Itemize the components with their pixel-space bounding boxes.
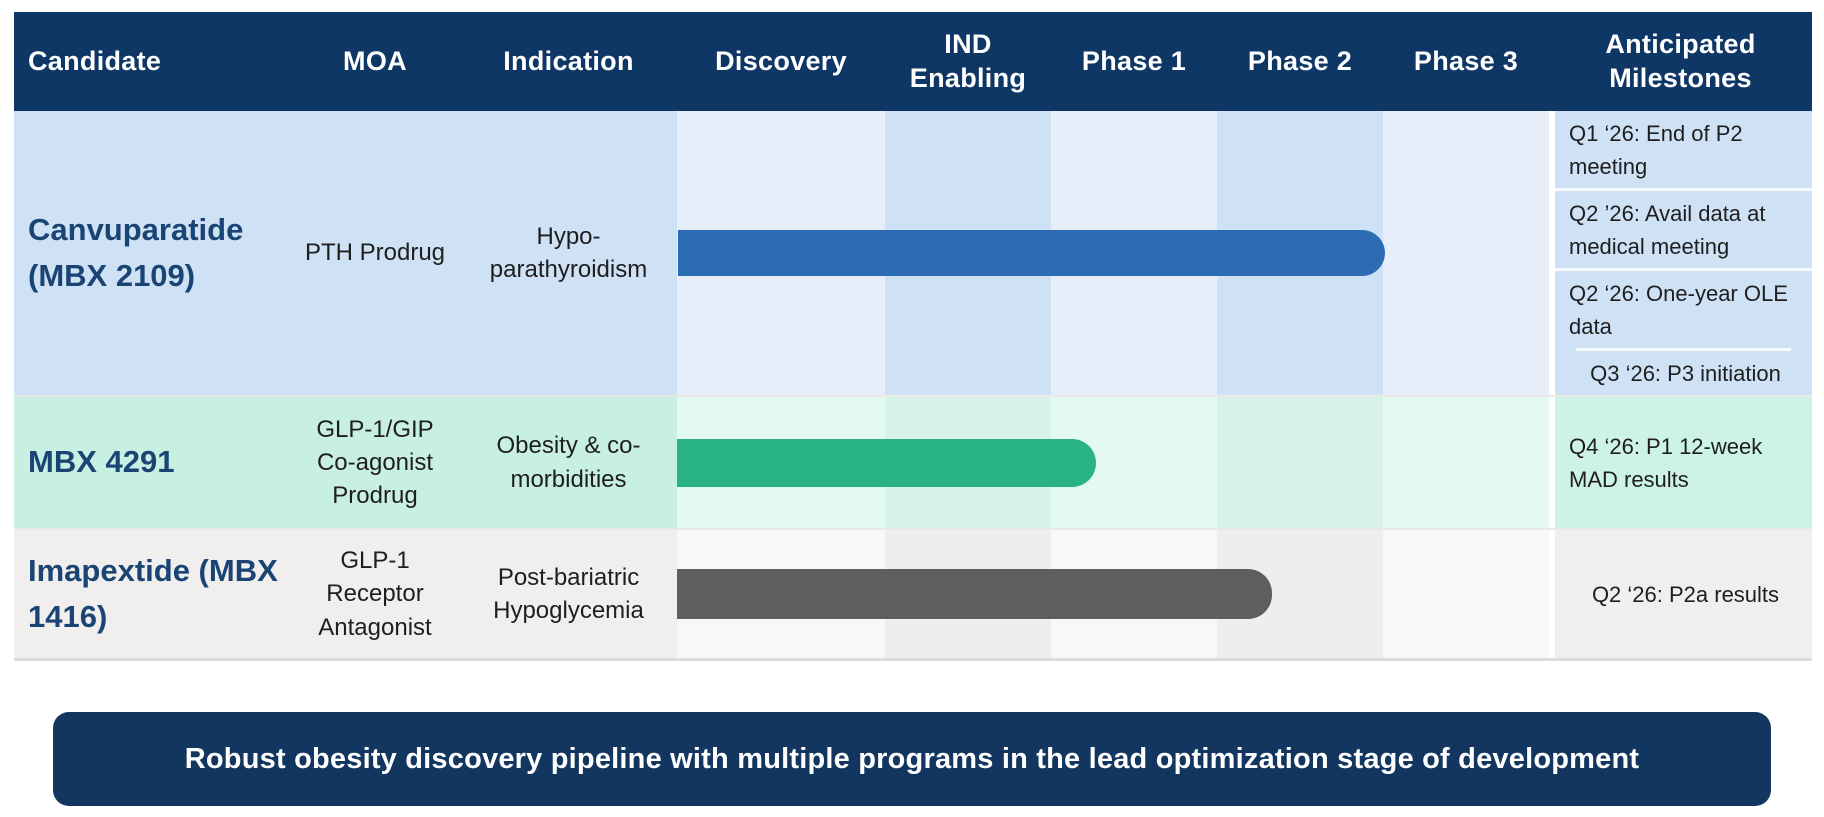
phase-cell-phase2 bbox=[1217, 397, 1383, 528]
milestone-item: Q1 ‘26: End of P2 meeting bbox=[1569, 120, 1743, 179]
indication-value: Hypo-parathyroidism bbox=[460, 111, 677, 395]
progress-bar-mbx4291 bbox=[677, 438, 1096, 487]
milestone-item: Q4 ‘26: P1 12-week MAD results bbox=[1569, 433, 1763, 492]
milestones-cell: Q2 ‘26: P2a results bbox=[1549, 530, 1812, 658]
milestone-item: Q3 ‘26: P3 initiation bbox=[1576, 348, 1791, 395]
pipeline-row-canvuparatide: Canvuparatide (MBX 2109) PTH Prodrug Hyp… bbox=[14, 111, 1812, 395]
milestone-item: Q2 ’26: Avail data at medical meeting bbox=[1555, 188, 1812, 268]
milestone-item: Q2 ‘26: P2a results bbox=[1591, 581, 1780, 607]
column-header-phase1: Phase 1 bbox=[1081, 45, 1187, 76]
candidate-name: Canvuparatide (MBX 2109) bbox=[14, 111, 290, 395]
moa-value: GLP-1 Receptor Antagonist bbox=[290, 530, 460, 658]
moa-value: PTH Prodrug bbox=[290, 111, 460, 395]
column-header-phase2: Phase 2 bbox=[1247, 45, 1353, 76]
candidate-name: Imapextide (MBX 1416) bbox=[14, 530, 290, 658]
phase-cell-phase3 bbox=[1383, 530, 1549, 658]
column-header-indication: Indication bbox=[503, 45, 634, 76]
progress-bar-canvuparatide bbox=[678, 230, 1385, 276]
table-header-row: Candidate MOA Indication Discovery IND E… bbox=[14, 12, 1812, 111]
pipeline-row-mbx4291: MBX 4291 GLP-1/GIP Co-agonist Prodrug Ob… bbox=[14, 395, 1812, 528]
milestones-cell: Q1 ‘26: End of P2 meeting Q2 ’26: Avail … bbox=[1549, 111, 1812, 395]
column-header-ind-enabling: IND Enabling bbox=[909, 28, 1027, 93]
milestone-item: Q2 ‘26: One-year OLE data bbox=[1555, 268, 1812, 348]
candidate-name: MBX 4291 bbox=[14, 397, 290, 528]
column-header-discovery: Discovery bbox=[715, 45, 847, 76]
summary-banner: Robust obesity discovery pipeline with m… bbox=[53, 712, 1771, 806]
progress-bar-imapextide bbox=[677, 569, 1272, 619]
phase-cell-phase3 bbox=[1383, 111, 1549, 395]
column-header-milestones: Anticipated Milestones bbox=[1605, 28, 1756, 93]
indication-value: Post-bariatric Hypoglycemia bbox=[460, 530, 677, 658]
indication-value: Obesity & co-morbidities bbox=[460, 397, 677, 528]
pipeline-row-imapextide: Imapextide (MBX 1416) GLP-1 Receptor Ant… bbox=[14, 528, 1812, 658]
milestones-cell: Q4 ‘26: P1 12-week MAD results bbox=[1549, 397, 1812, 528]
column-header-phase3: Phase 3 bbox=[1413, 45, 1519, 76]
moa-value: GLP-1/GIP Co-agonist Prodrug bbox=[290, 397, 460, 528]
phase-cell-phase3 bbox=[1383, 397, 1549, 528]
pipeline-table: Candidate MOA Indication Discovery IND E… bbox=[14, 12, 1812, 661]
column-header-moa: MOA bbox=[343, 45, 407, 76]
column-header-candidate: Candidate bbox=[28, 45, 162, 76]
summary-banner-text: Robust obesity discovery pipeline with m… bbox=[184, 742, 1640, 775]
